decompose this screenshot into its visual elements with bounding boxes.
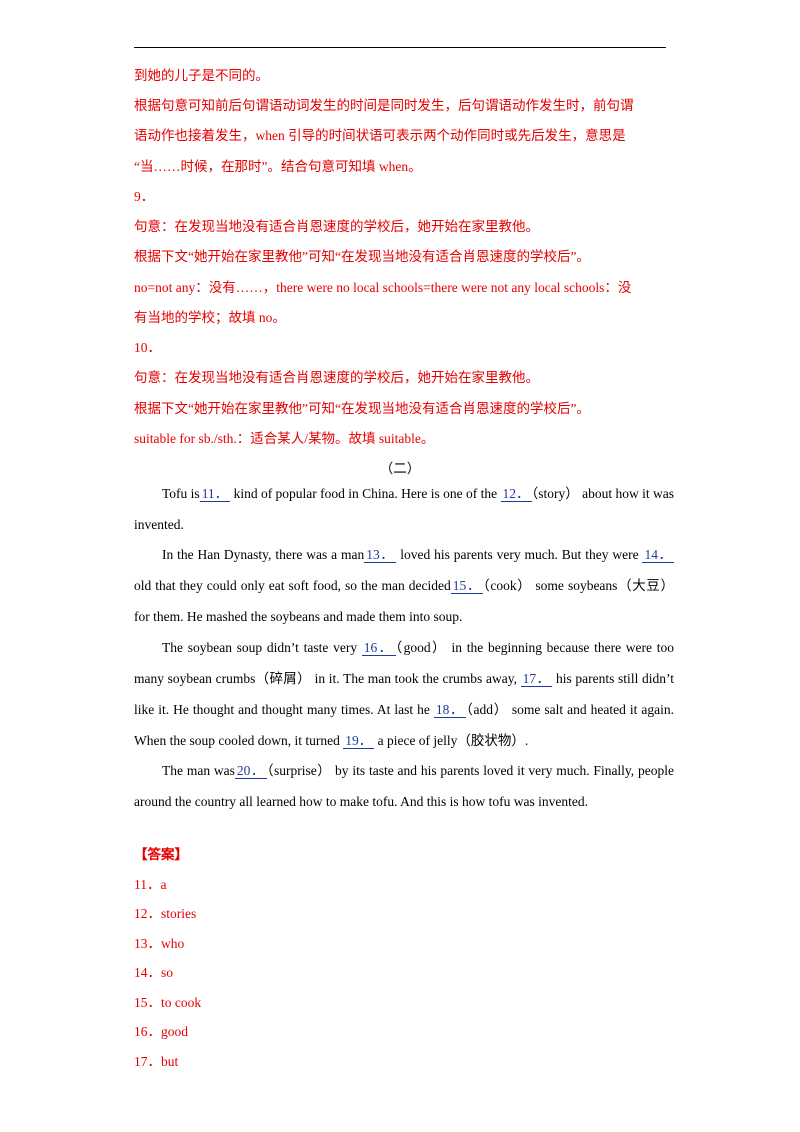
answer-item: 14．so — [134, 965, 174, 980]
blank-13[interactable]: 13． — [364, 547, 397, 563]
blank-16[interactable]: 16． — [361, 640, 396, 656]
blank-20[interactable]: 20． — [234, 763, 267, 779]
blank-19[interactable]: 19． — [343, 733, 375, 749]
blank-17[interactable]: 17． — [520, 671, 553, 687]
answer-item: 11．a — [134, 877, 167, 892]
answer-heading: 【答案】 — [134, 847, 188, 862]
section-title: （二） — [379, 461, 421, 476]
header-rule — [134, 47, 666, 48]
explanation-line: no=not any：没有……，there were no local scho… — [134, 280, 632, 295]
answer-item: 13．who — [134, 936, 185, 951]
answer-item: 12．stories — [134, 906, 197, 921]
question-number: 9． — [134, 189, 155, 204]
explanation-line: 句意：在发现当地没有适合肖恩速度的学校后，她开始在家里教他。 — [134, 219, 539, 234]
answer-item: 15．to cook — [134, 995, 202, 1010]
answer-item: 17．but — [134, 1054, 179, 1069]
answer-item: 16．good — [134, 1024, 188, 1039]
explanation-line: 根据下文“她开始在家里教他”可知“在发现当地没有适合肖恩速度的学校后”。 — [134, 249, 590, 264]
explanation-line: 有当地的学校；故填 no。 — [134, 310, 286, 325]
explanation-line: 语动作也接着发生，when 引导的时间状语可表示两个动作同时或先后发生，意思是 — [134, 128, 626, 143]
blank-15[interactable]: 15． — [450, 578, 483, 594]
passage-paragraph-3: The soybean soup didn’t taste very 16．（g… — [134, 640, 675, 749]
explanation-line: “当……时候，在那时”。结合句意可知填 when。 — [134, 159, 422, 174]
blank-12[interactable]: 12． — [500, 486, 532, 502]
explanation-line: 到她的儿子是不同的。 — [134, 68, 269, 83]
explanation-line: suitable for sb./sth.：适合某人/某物。故填 suitabl… — [134, 431, 435, 446]
explanation-line: 句意：在发现当地没有适合肖恩速度的学校后，她开始在家里教他。 — [134, 370, 539, 385]
explanation-line: 根据句意可知前后句谓语动词发生的时间是同时发生，后句谓语动作发生时，前句谓 — [134, 98, 634, 113]
question-number: 10． — [134, 340, 161, 355]
explanation-line: 根据下文“她开始在家里教他”可知“在发现当地没有适合肖恩速度的学校后”。 — [134, 401, 590, 416]
blank-11[interactable]: 11． — [199, 486, 231, 502]
blank-14[interactable]: 14． — [642, 547, 675, 563]
blank-18[interactable]: 18． — [433, 702, 467, 718]
